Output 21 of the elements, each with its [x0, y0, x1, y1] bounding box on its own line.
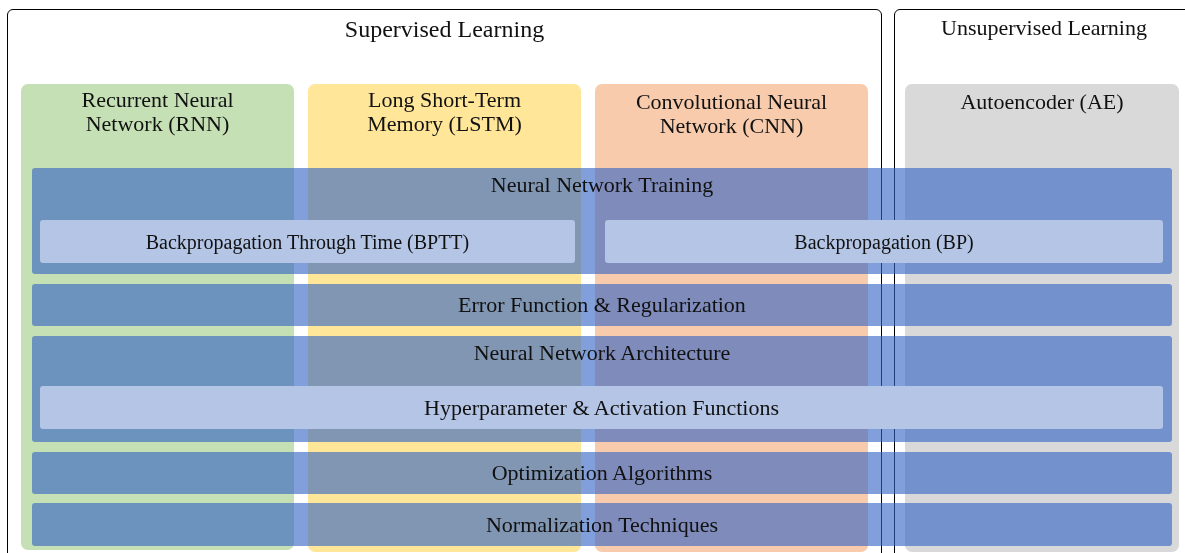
layer-label: Convolutional Neural Network (CNN) [634, 90, 829, 139]
layer-band [32, 452, 1172, 494]
layer-label: Neural Network Architecture [472, 341, 732, 366]
layer-label: Long Short-Term Memory (LSTM) [366, 88, 523, 137]
layer-band [32, 503, 1172, 546]
sub-layer-band [40, 220, 575, 263]
layer-band [32, 284, 1172, 326]
sub-layer-band [40, 386, 1163, 429]
layer-label: Autoencoder (AE) [959, 90, 1125, 115]
sub-layer-band [605, 220, 1163, 263]
layer-band [32, 336, 1172, 442]
layer-label: Backpropagation Through Time (BPTT) [144, 230, 471, 253]
layer-label: Optimization Algorithms [490, 460, 714, 486]
layer-label: Hyperparameter & Activation Functions [423, 395, 780, 420]
layer-label: Backpropagation (BP) [793, 230, 975, 253]
layer-label: Normalization Techniques [484, 512, 719, 537]
layer-label: Neural Network Training [489, 173, 715, 198]
layer-label: Recurrent Neural Network (RNN) [80, 88, 235, 137]
group-title: Supervised Learning [343, 16, 546, 43]
group-title: Unsupervised Learning [940, 16, 1148, 41]
layer-label: Error Function & Regularization [457, 292, 747, 318]
